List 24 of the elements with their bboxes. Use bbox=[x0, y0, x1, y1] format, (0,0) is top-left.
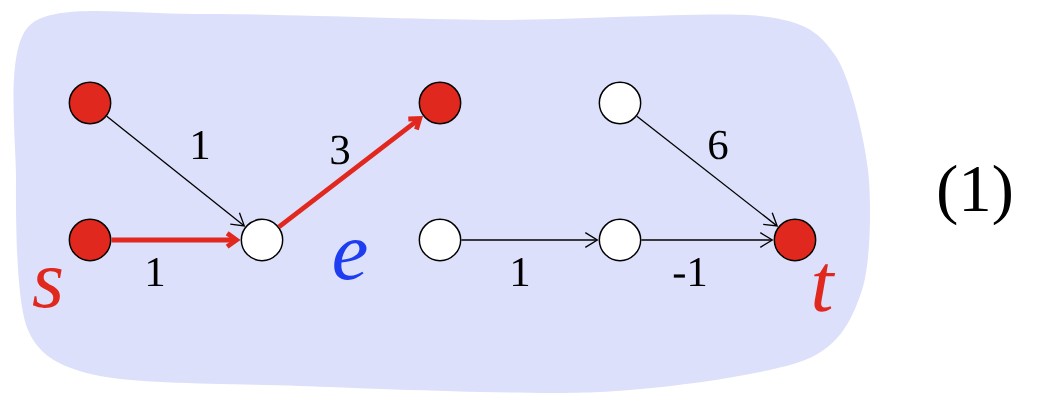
arrow bbox=[636, 115, 779, 227]
arrow bbox=[460, 232, 599, 248]
arrow bbox=[640, 232, 774, 248]
graph-vertex bbox=[418, 218, 462, 262]
graph-vertex bbox=[598, 81, 642, 125]
edge-label: 1 bbox=[508, 256, 532, 288]
arrow bbox=[106, 115, 246, 227]
graph-vertex bbox=[68, 81, 112, 125]
graph-vertex bbox=[240, 218, 284, 262]
arrow bbox=[277, 116, 424, 229]
region-background bbox=[13, 11, 871, 393]
edge-label: 1 bbox=[188, 129, 212, 161]
graph-vertex bbox=[68, 218, 112, 262]
arrow bbox=[111, 231, 241, 249]
vertex-label: e bbox=[334, 240, 367, 280]
graph-vertex bbox=[773, 218, 817, 262]
vertex-label: t bbox=[814, 264, 836, 312]
vertex-label: s bbox=[32, 268, 62, 308]
graph-vertex bbox=[598, 218, 642, 262]
edge-label: 1 bbox=[143, 256, 167, 288]
graph-vertex bbox=[418, 81, 462, 125]
edge-label: 6 bbox=[706, 129, 730, 161]
equation-number: (1) bbox=[939, 164, 1011, 226]
edge-label: 3 bbox=[328, 134, 352, 166]
